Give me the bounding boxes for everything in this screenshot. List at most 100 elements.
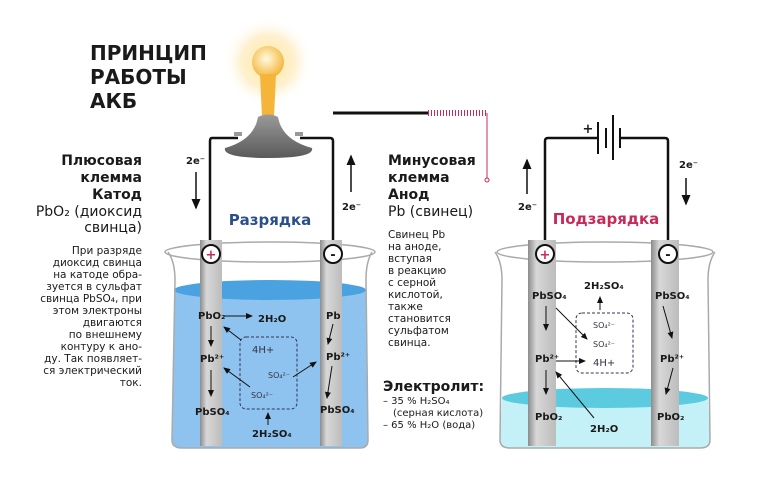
anode-info: Минусовая клемма Анод Pb (свинец) Свинец… [383, 153, 484, 431]
paragraph-line: свинца. [388, 337, 431, 349]
anode-role: Анод [388, 187, 429, 203]
compound-label: PbO₂ [535, 412, 562, 423]
paragraph-line: по внешнему [69, 329, 142, 341]
reaction-arrows [208, 313, 334, 425]
paragraph-line: двигаются [83, 317, 142, 329]
anode-heading: клемма [388, 170, 450, 186]
plus-sign: + [540, 248, 551, 263]
ion-label: 4H+ [593, 358, 615, 369]
paragraph-line: Свинец Pb [388, 229, 445, 241]
cathode-info: Плюсовая клемма Катод PbO₂ (диоксид свин… [36, 153, 142, 389]
compound-label: Pb²⁺ [326, 352, 350, 363]
charge-reactions: PbSO₄ Pb²⁺ PbO₂ PbSO₄ Pb²⁺ PbO₂ 2H₂SO₄ 2… [532, 281, 690, 435]
compound-label: Pb²⁺ [535, 354, 559, 365]
ions: 4H+ SO₄²⁻ SO₄²⁻ [251, 345, 290, 400]
wire-left [543, 136, 597, 248]
paragraph-line: контуру к ано- [61, 341, 143, 353]
paragraph-line: ду. Так появляет- [44, 353, 142, 365]
paragraph-line: этом электроны [53, 305, 142, 317]
paragraph-line: с серной [388, 277, 436, 289]
cathode-material: PbO₂ (диоксид [36, 204, 142, 220]
paragraph-line: При разряде [72, 245, 142, 257]
compound-label: 2H₂O [590, 424, 618, 435]
compound-label: Pb²⁺ [660, 354, 684, 365]
paragraph-line: вступая [388, 253, 432, 265]
cathode-heading: клемма [80, 170, 142, 186]
title-line: ПРИНЦИП [90, 41, 207, 65]
page-title: ПРИНЦИП РАБОТЫ АКБ [90, 41, 207, 113]
compound-label: 2H₂SO₄ [252, 429, 292, 440]
compound-label: Pb [326, 311, 341, 322]
ion-label: SO₄²⁻ [268, 371, 290, 380]
battery-plus-sign: + [583, 122, 594, 137]
ion-label: SO₄²⁻ [593, 321, 615, 330]
ion-label: SO₄²⁻ [593, 340, 615, 349]
paragraph-line: в реакцию [388, 265, 446, 277]
separator-decoration [333, 110, 490, 183]
minus-terminal-icon [323, 244, 343, 264]
discharge-reactions: PbO₂ Pb²⁺ PbSO₄ Pb Pb²⁺ PbSO₄ 2H₂O 2H₂SO… [195, 311, 355, 440]
paragraph-line: становится [388, 313, 451, 325]
compound-label: PbSO₄ [195, 407, 230, 418]
wire-left [208, 136, 238, 248]
electrolyte-line: – 65 % H₂O (вода) [383, 420, 475, 431]
electrolyte-heading: Электролит: [383, 379, 484, 395]
title-line: АКБ [90, 89, 137, 113]
anode-paragraph: Свинец Pb на аноде, вступая в реакцию с … [388, 229, 451, 349]
electron-label: 2e⁻ [342, 202, 361, 213]
wire-right [300, 136, 335, 248]
cathode-paragraph: При разряде диоксид свинца на катоде обр… [40, 245, 142, 389]
ions: SO₄²⁻ SO₄²⁻ 4H+ [593, 321, 615, 369]
paragraph-line: ток. [120, 377, 142, 389]
ion-box [575, 312, 634, 374]
paragraph-line: диоксид свинца [53, 257, 142, 269]
paragraph-line: на аноде, [388, 241, 441, 253]
title-line: РАБОТЫ [90, 65, 187, 89]
minus-sign: - [330, 248, 335, 263]
minus-terminal-icon [658, 244, 678, 264]
compound-label: 2H₂SO₄ [584, 281, 624, 292]
paragraph-line: на катоде обра- [53, 269, 142, 281]
anode-material: Pb (свинец) [388, 204, 473, 220]
compound-label: Pb²⁺ [200, 354, 224, 365]
compound-label: PbO₂ [198, 311, 225, 322]
ion-box [239, 336, 298, 410]
ion-label: 4H+ [252, 345, 274, 356]
ion-label: SO₄²⁻ [251, 391, 273, 400]
anode-plate [651, 240, 679, 446]
compound-label: PbO₂ [657, 412, 684, 423]
compound-label: 2H₂O [258, 314, 286, 325]
electrolyte-line: (серная кислота) [393, 408, 483, 419]
paragraph-line: также [388, 301, 423, 313]
compound-label: PbSO₄ [320, 405, 355, 416]
cathode-role: Катод [92, 187, 142, 203]
plus-terminal-icon [201, 244, 221, 264]
paragraph-line: свинца PbSO₄, при [40, 293, 142, 305]
charge-cell: + 2e⁻ 2e⁻ Подзарядка + - PbSO₄ Pb²⁺ PbO₂… [494, 115, 716, 449]
compound-label: PbSO₄ [532, 291, 567, 302]
lamp-icon [224, 46, 313, 158]
charge-label: Подзарядка [553, 210, 660, 228]
plus-terminal-icon [535, 244, 555, 264]
cathode-material: свинца) [84, 220, 142, 236]
cathode-heading: Плюсовая [61, 153, 142, 169]
plus-sign: + [206, 248, 217, 263]
discharge-label: Разрядка [229, 211, 312, 229]
battery-icon [597, 115, 621, 160]
discharge-cell: 2e⁻ 2e⁻ Разрядка + - PbO₂ Pb²⁺ PbSO₄ Pb … [164, 17, 376, 449]
cathode-plate [528, 240, 556, 446]
electron-label: 2e⁻ [679, 160, 698, 171]
minus-sign: - [665, 248, 670, 263]
electron-label: 2e⁻ [518, 202, 537, 213]
paragraph-line: кислотой, [388, 289, 443, 301]
electron-label: 2e⁻ [186, 156, 205, 167]
paragraph-line: сульфатом [388, 325, 449, 337]
paragraph-line: ся электрический [43, 365, 142, 377]
anode-heading: Минусовая [388, 153, 476, 169]
wire-right [620, 136, 670, 248]
reaction-arrows [543, 296, 674, 419]
compound-label: PbSO₄ [655, 291, 690, 302]
paragraph-line: зуется в сульфат [46, 281, 142, 293]
